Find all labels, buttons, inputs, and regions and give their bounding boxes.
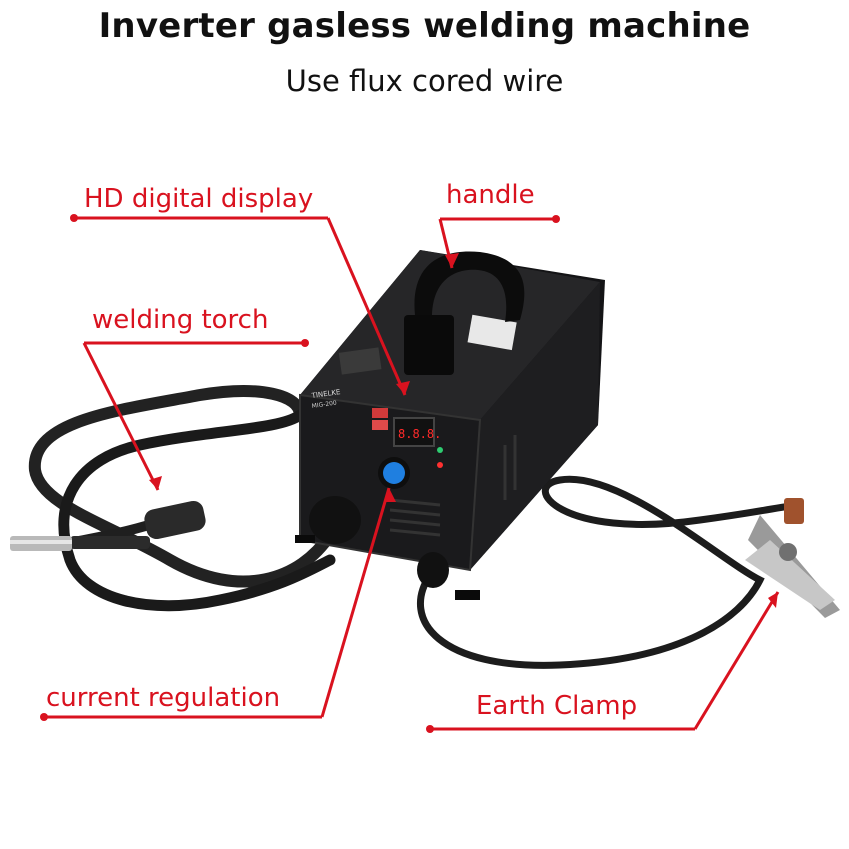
callout-clamp: Earth Clamp — [476, 691, 638, 721]
earth-clamp — [745, 498, 840, 618]
welding-torch-cable — [28, 385, 336, 612]
page-title: Inverter gasless welding machine — [98, 6, 751, 46]
page-subtitle: Use flux cored wire — [285, 64, 564, 98]
callout-display: HD digital display — [84, 184, 314, 214]
callout-dots — [40, 214, 560, 733]
callout-arrowheads — [149, 253, 778, 608]
callout-handle: handle — [446, 180, 535, 210]
callout-regulation: current regulation — [46, 683, 281, 713]
callout-lines — [44, 216, 780, 731]
welding-torch — [10, 500, 206, 551]
digital-readout: 8.8.8. — [398, 427, 441, 441]
welding-machine-body — [295, 250, 605, 600]
callout-torch: welding torch — [92, 305, 269, 335]
earth-cable — [417, 475, 801, 669]
model-label: MIG-200 — [311, 400, 337, 410]
